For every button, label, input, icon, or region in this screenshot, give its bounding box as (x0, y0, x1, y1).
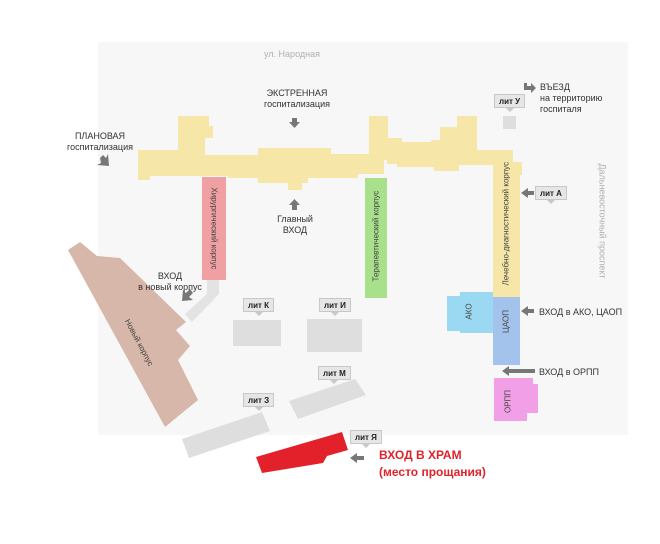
orpp-building (494, 378, 538, 421)
arrow-planned-icon (97, 154, 109, 166)
main-building (138, 116, 522, 190)
new-building (68, 242, 198, 427)
therapeutic-building-label: Терапевтический корпус (371, 190, 381, 282)
arrow-orpp-icon (502, 366, 535, 376)
orpp-building-label: ОРПП (503, 389, 513, 414)
lit-i-tag: лит И (319, 298, 351, 316)
territory-area (98, 42, 628, 435)
diagnostic-building-label: Лечебно-диагностический корпус (501, 161, 511, 286)
temple-entrance-label: ВХОД В ХРАМ (место прощания) (379, 448, 486, 479)
arrow-emergency-icon (289, 118, 300, 128)
diagnostic-building (493, 175, 520, 297)
arrow-temple-icon (350, 453, 364, 463)
main-entrance-label: Главный ВХОД (277, 214, 313, 235)
street-right-label: Дальневосточный проспект (597, 163, 608, 279)
surgical-building-label: Хирургический корпус (209, 187, 219, 270)
building-lit-m (289, 379, 366, 419)
caop-building (493, 297, 520, 365)
surgical-building (202, 177, 226, 280)
ako-building (447, 292, 493, 333)
planned-label: ПЛАНОВАЯ госпитализация (67, 131, 133, 152)
ako-building-label: АКО (464, 303, 474, 320)
building-lit-u (503, 116, 516, 129)
lit-m-tag: лит М (318, 366, 351, 384)
new-building-entrance-label: ВХОД в новый корпус (138, 271, 202, 292)
arrow-vehicle-entry-icon (524, 83, 536, 93)
building-lit-i (307, 319, 362, 352)
building-lit-z (182, 412, 270, 458)
arrow-ako-icon (521, 306, 534, 316)
street-top-label: ул. Народная (264, 49, 320, 59)
lit-k-tag: лит К (243, 298, 275, 316)
vehicle-entry-label: ВЪЕЗД на территорию госпиталя (540, 82, 603, 114)
lit-a-tag: лит А (535, 186, 567, 204)
building-lit-k (233, 320, 281, 346)
arrow-main-entrance-icon (289, 199, 300, 210)
arrow-lit-a-icon (521, 188, 534, 198)
emergency-label: ЭКСТРЕННАЯ госпитализация (264, 88, 330, 109)
therapeutic-building (365, 178, 387, 298)
arrow-new-building-icon (182, 289, 193, 301)
lit-z-tag: лит З (243, 393, 275, 411)
lit-ya-tag: лит Я (350, 430, 382, 448)
caop-building-label: ЦАОП (501, 309, 511, 334)
lit-u-tag: лит У (494, 94, 526, 112)
temple-building (256, 432, 348, 473)
orpp-entrance-label: ВХОД в ОРПП (539, 367, 599, 377)
connector-corridor (185, 280, 219, 322)
ako-entrance-label: ВХОД в АКО, ЦАОП (539, 307, 623, 317)
